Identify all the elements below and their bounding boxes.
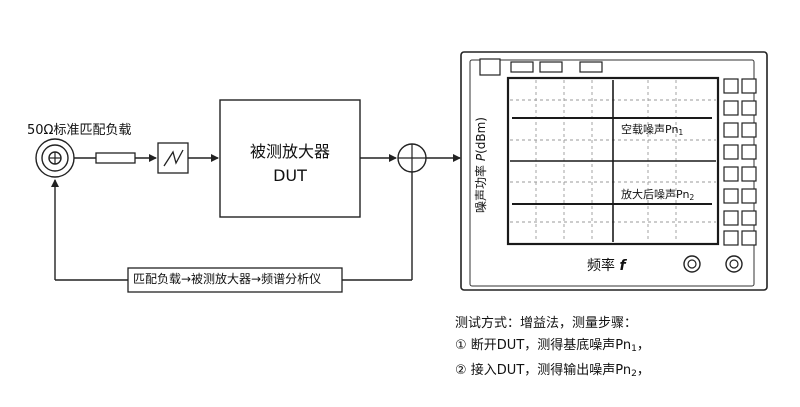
dut-title: 被测放大器 (249, 142, 330, 161)
knob-icon (683, 255, 701, 273)
cable-icon (95, 152, 136, 164)
steps-title: 测试方式：增益法，测量步骤： (455, 316, 638, 331)
spectrum-analyzer (460, 51, 768, 291)
analyzer-top-button (479, 58, 501, 76)
x-axis-label: 频率 f (587, 258, 626, 274)
trace-pn1-label: 空载噪声Pn1 (621, 123, 684, 137)
y-axis-label: 噪声功率 P(dBm) (474, 117, 488, 213)
load-label: 50Ω标准匹配负载 (27, 123, 132, 138)
feedback-label-box (127, 267, 343, 293)
analyzer-button-grid (723, 78, 757, 246)
feedback-label: 匹配负载→被测放大器→频谱分析仪 (133, 272, 322, 286)
knob-icon (725, 255, 743, 273)
trace-pn2-label: 放大后噪声Pn2 (621, 188, 695, 202)
step-item: ② 接入DUT，测得输出噪声Pn2， (455, 363, 650, 379)
analyzer-top-slot (579, 61, 603, 73)
dut-code: DUT (273, 166, 307, 185)
analyzer-top-slot (510, 61, 534, 73)
feedback-path (51, 172, 413, 281)
analyzer-top-slot (539, 61, 563, 73)
summing-junction-icon (397, 143, 427, 173)
load-connector-icon (35, 138, 75, 178)
filter-icon (157, 142, 189, 174)
step-item: ① 断开DUT，测得基底噪声Pn1， (455, 338, 650, 354)
measurement-steps: 测试方式：增益法，测量步骤： ① 断开DUT，测得基底噪声Pn1， ② 接入DU… (455, 313, 650, 385)
